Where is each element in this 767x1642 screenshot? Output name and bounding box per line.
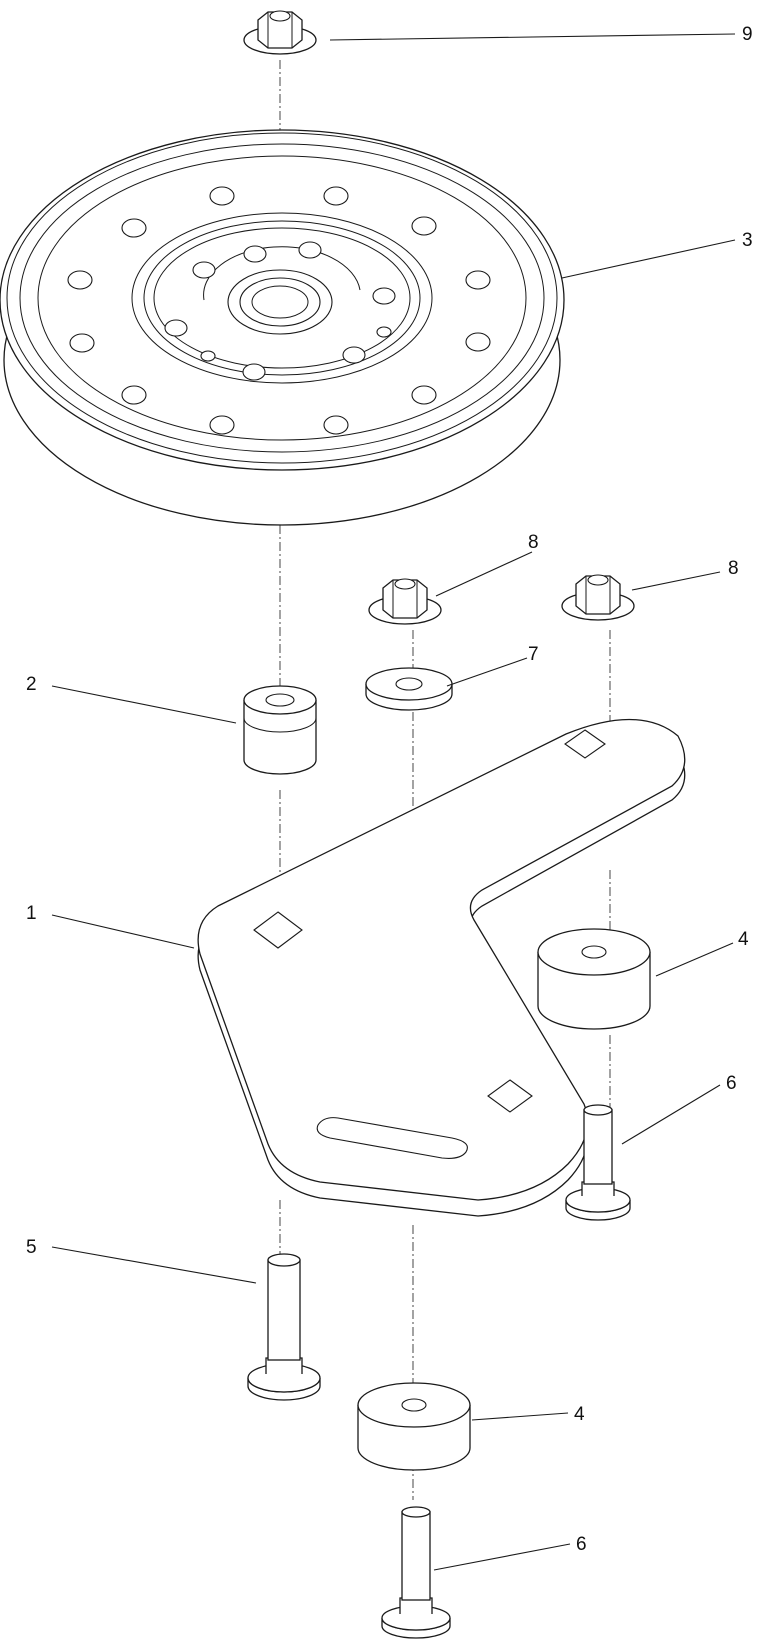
bracket-part-1 [197,718,686,1217]
flange-nut-part-9 [243,10,317,55]
callout-6-bottom: 6 [576,1534,587,1555]
pulley-part-3 [0,129,565,526]
flange-nut-part-8-right [561,574,635,621]
callout-leaders [51,33,736,1571]
callout-labels: 9 3 8 8 7 2 1 4 6 5 4 6 [26,24,753,1555]
callout-1: 1 [26,903,37,924]
callout-3: 3 [742,230,753,251]
callout-8-center: 8 [528,532,539,553]
callout-4-bottom: 4 [574,1404,585,1425]
callout-5: 5 [26,1237,37,1258]
spacer-part-4-right [537,928,651,1030]
carriage-bolt-part-5 [247,1253,321,1401]
spacer-part-4-bottom [357,1382,471,1471]
spacer-part-2 [243,685,317,775]
carriage-bolt-part-6-right [565,1104,631,1221]
callout-8-right: 8 [728,558,739,579]
washer-part-7 [365,667,453,711]
callout-2: 2 [26,674,37,695]
carriage-bolt-part-6-bottom [381,1506,451,1639]
callout-6-right: 6 [726,1073,737,1094]
callout-4-right: 4 [738,929,749,950]
flange-nut-part-8-center [368,578,442,625]
callout-9: 9 [742,24,753,45]
callout-7: 7 [528,644,539,665]
